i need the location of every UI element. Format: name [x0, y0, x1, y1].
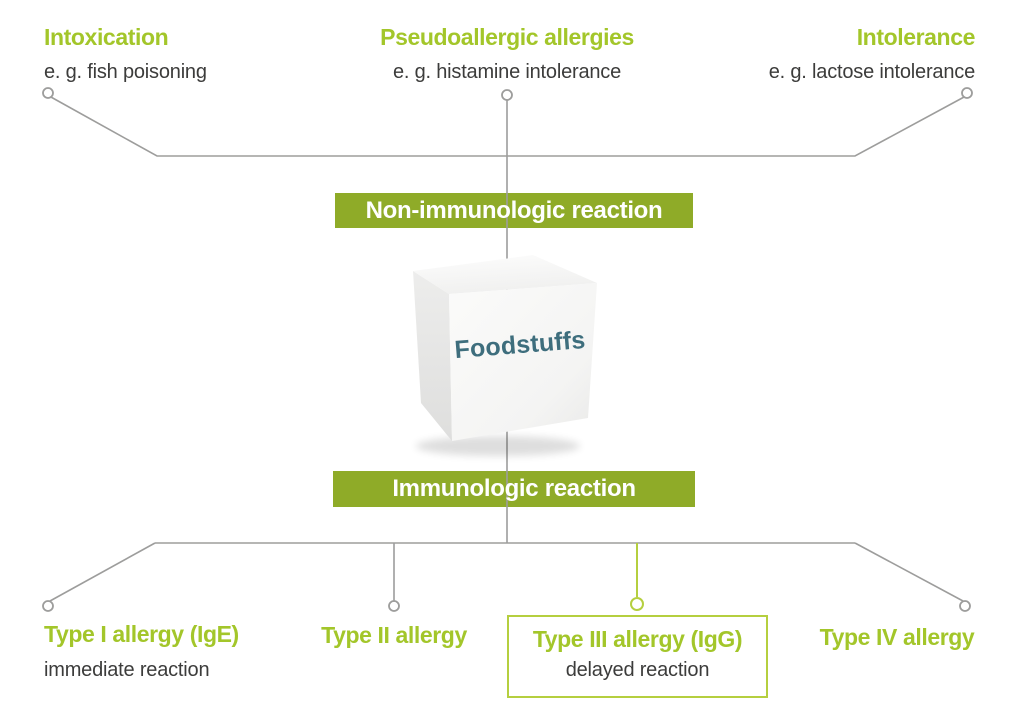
type4-branch-line — [854, 542, 964, 602]
cube-top-face — [413, 255, 597, 294]
intolerance-title: Intolerance — [856, 24, 976, 50]
intoxication-title: Intoxication — [44, 24, 169, 50]
pseudoallergic-title: Pseudoallergic allergies — [380, 24, 634, 50]
type2-title: Type II allergy — [321, 622, 467, 648]
type4-node-circle — [959, 600, 971, 612]
immunologic-banner — [333, 471, 695, 507]
branch-type2-allergy: Type II allergy — [294, 622, 494, 648]
type1-node-circle — [42, 600, 54, 612]
intolerance-subtitle: e. g. lactose intolerance — [768, 61, 975, 83]
type4-title: Type IV allergy — [819, 624, 975, 650]
type1-subtitle: immediate reaction — [44, 659, 210, 681]
cube-shadow — [416, 436, 580, 456]
cube-front-face — [449, 283, 597, 441]
pseudoallergic-subtitle: e. g. histamine intolerance — [392, 61, 622, 83]
intoxication-subtitle: e. g. fish poisoning — [44, 61, 207, 83]
intoxication-node-circle — [42, 87, 54, 99]
type3-subtitle: delayed reaction — [565, 659, 710, 681]
type3-title: Type III allergy (IgG) — [532, 626, 743, 652]
immunologic-banner-label: Immunologic reaction — [392, 475, 636, 502]
branch-intolerance: Intolerance e. g. lactose intolerance — [768, 24, 976, 84]
type3-node-circle — [630, 597, 644, 611]
branch-intoxication: Intoxication e. g. fish poisoning — [44, 24, 207, 84]
branch-type4-allergy: Type IV allergy — [797, 624, 997, 650]
branch-pseudoallergic: Pseudoallergic allergies e. g. histamine… — [307, 24, 707, 84]
type1-branch-line — [49, 542, 156, 602]
pseudoallergic-node-circle — [501, 89, 513, 101]
branch-type3-allergy-box: Type III allergy (IgG) delayed reaction — [507, 615, 768, 698]
non-immunologic-banner-label: Non-immunologic reaction — [365, 197, 663, 224]
cube-left-face — [413, 271, 452, 441]
top-bracket-line — [49, 95, 966, 157]
branch-type1-allergy: Type I allergy (IgE) immediate reaction — [44, 621, 239, 682]
type1-title: Type I allergy (IgE) — [44, 621, 239, 647]
type2-node-circle — [388, 600, 400, 612]
intolerance-node-circle — [961, 87, 973, 99]
non-immunologic-banner — [335, 193, 693, 228]
